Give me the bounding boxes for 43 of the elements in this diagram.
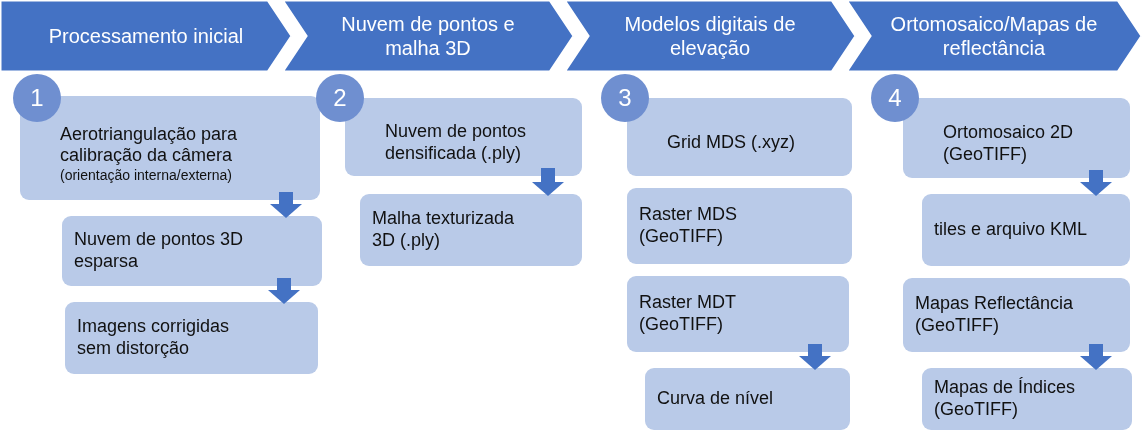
box-text: Raster MDS (GeoTIFF) bbox=[639, 204, 738, 248]
down-arrow bbox=[270, 192, 302, 218]
box-text: Mapas de Índices (GeoTIFF) bbox=[934, 377, 1077, 421]
box-text: Malha texturizada 3D (.ply) bbox=[372, 208, 516, 252]
box-text: Imagens corrigidas sem distorção bbox=[77, 316, 231, 360]
chevron-step bbox=[564, 0, 856, 72]
box-text: Nuvem de pontos 3D esparsa bbox=[74, 229, 245, 273]
note-text: (orientação interna/externa) bbox=[60, 167, 233, 185]
step-number: 2 bbox=[316, 74, 364, 122]
process-box bbox=[62, 216, 322, 286]
box-text: Ortomosaico 2D (GeoTIFF) bbox=[943, 122, 1075, 166]
box-text: Raster MDT (GeoTIFF) bbox=[639, 292, 737, 336]
box-text: Curva de nível bbox=[657, 388, 775, 410]
process-box bbox=[922, 194, 1130, 266]
chevron-step bbox=[0, 0, 292, 72]
step-title: Processamento inicial bbox=[48, 24, 244, 48]
box-text: tiles e arquivo KML bbox=[934, 219, 1089, 241]
step-number: 4 bbox=[871, 74, 919, 122]
step-title: Ortomosaico/Mapas de reflectância bbox=[889, 12, 1099, 60]
process-box bbox=[627, 188, 852, 264]
process-box bbox=[360, 194, 582, 266]
box-text: Nuvem de pontos densificada (.ply) bbox=[385, 121, 528, 165]
chevron-step bbox=[282, 0, 574, 72]
step-number: 1 bbox=[13, 74, 61, 122]
down-arrow bbox=[799, 344, 831, 370]
process-box bbox=[903, 98, 1130, 178]
process-box bbox=[65, 302, 318, 374]
process-box bbox=[627, 276, 849, 352]
step-title: Nuvem de pontos e malha 3D bbox=[340, 12, 516, 60]
down-arrow bbox=[532, 168, 564, 196]
process-box bbox=[345, 98, 582, 176]
down-arrow bbox=[1080, 344, 1112, 370]
step-title: Modelos digitais de elevação bbox=[623, 12, 797, 60]
process-box bbox=[645, 368, 850, 430]
box-text: Mapas Reflectância (GeoTIFF) bbox=[915, 293, 1075, 337]
down-arrow bbox=[268, 278, 300, 304]
down-arrow bbox=[1080, 170, 1112, 196]
box-text: Grid MDS (.xyz) bbox=[667, 132, 796, 154]
process-box bbox=[922, 368, 1132, 430]
box-text: Aerotriangulação para calibração da câmera bbox=[60, 123, 239, 168]
chevron-step bbox=[846, 0, 1142, 72]
step-number: 3 bbox=[601, 74, 649, 122]
process-box bbox=[903, 278, 1130, 352]
